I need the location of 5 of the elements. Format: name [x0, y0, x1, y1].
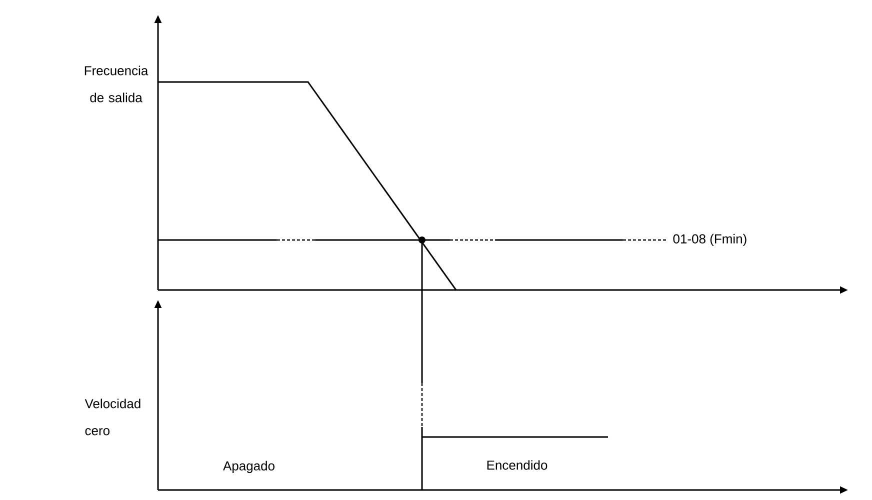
axis-label: 01-08 (Fmin): [673, 234, 746, 246]
axis-label: Apagado: [223, 460, 274, 474]
axis-label: Velocidad cero: [84, 398, 140, 436]
axis-label: Frecuencia de salida: [84, 66, 148, 102]
axis-label: Encendido: [487, 460, 548, 470]
